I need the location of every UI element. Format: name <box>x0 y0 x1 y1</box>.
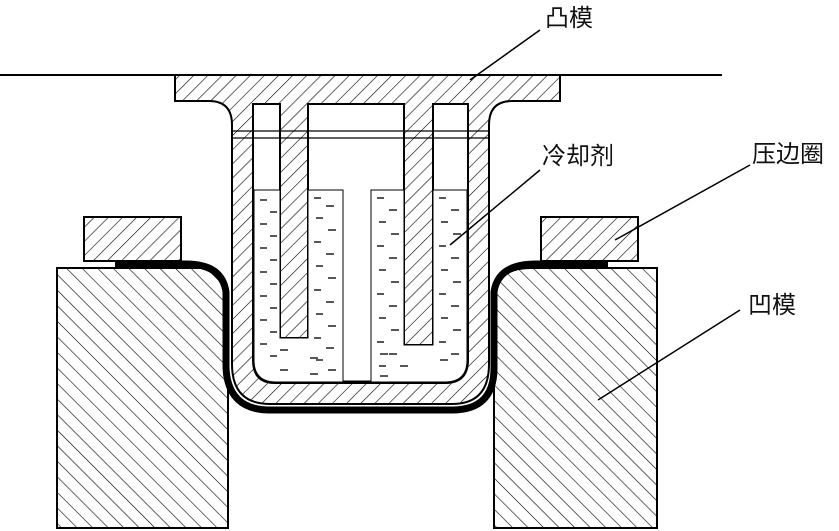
die-right <box>493 267 658 529</box>
drawn-workpiece <box>115 260 608 414</box>
leader-die <box>597 309 741 401</box>
label-coolant: 冷却剂 <box>542 142 614 170</box>
coolant-liquid <box>253 189 468 383</box>
label-blank-holder: 压边圈 <box>752 140 824 168</box>
die-left <box>56 267 229 529</box>
coolant-dashes <box>260 197 461 377</box>
blank-holder-right <box>540 216 639 262</box>
leader-coolant <box>449 169 541 246</box>
punch <box>174 74 561 405</box>
leader-punch <box>469 29 541 81</box>
leader-blank-holder <box>614 164 751 241</box>
label-punch: 凸模 <box>545 4 593 32</box>
blank-holder-left <box>83 216 182 262</box>
label-die: 凹模 <box>748 291 796 319</box>
